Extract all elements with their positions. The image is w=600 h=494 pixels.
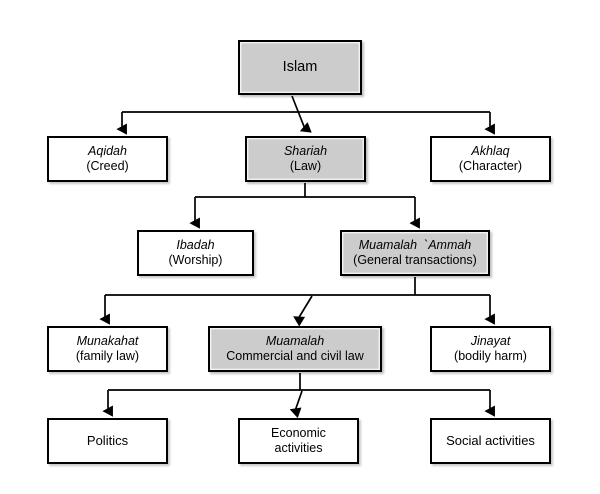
node-economic-activities[interactable]: Economic activities	[238, 418, 359, 464]
node-islam-label: Islam	[282, 58, 318, 75]
node-social-activities[interactable]: Social activities	[430, 418, 551, 464]
connector-muamalah-ammah-to-muamalah	[293, 295, 313, 327]
node-shariah[interactable]: Shariah (Law)	[245, 136, 366, 182]
node-islam[interactable]: Islam	[238, 40, 362, 95]
node-ibadah[interactable]: Ibadah (Worship)	[137, 230, 254, 276]
node-muamalah-ammah[interactable]: Muamalah `Ammah (General transactions)	[340, 230, 490, 276]
node-muamalah-label: Muamalah	[265, 333, 325, 348]
node-ibadah-sublabel: (Worship)	[168, 253, 223, 267]
node-jinayat-label: Jinayat	[470, 333, 511, 348]
node-akhlaq-sublabel: (Character)	[458, 159, 523, 173]
node-shariah-sublabel: (Law)	[289, 159, 322, 173]
node-jinayat-sublabel: (bodily harm)	[454, 349, 527, 363]
node-politics-label: Politics	[86, 433, 129, 449]
node-aqidah[interactable]: Aqidah (Creed)	[47, 136, 168, 182]
node-economic-activities-sublabel: activities	[274, 441, 323, 455]
connector-islam-to-shariah	[291, 95, 312, 133]
node-muamalah-ammah-sublabel: (General transactions)	[353, 253, 477, 267]
node-economic-activities-label: Economic	[271, 425, 326, 440]
node-ibadah-label: Ibadah	[176, 237, 215, 252]
node-munakahat-sublabel: (family law)	[75, 349, 140, 363]
node-aqidah-sublabel: (Creed)	[86, 159, 129, 173]
node-shariah-label: Shariah	[283, 143, 328, 158]
node-muamalah-ammah-label: Muamalah `Ammah	[358, 237, 472, 252]
node-social-activities-label: Social activities	[446, 433, 535, 449]
connector-muamalah-to-economic	[289, 390, 303, 419]
node-muamalah[interactable]: Muamalah Commercial and civil law	[208, 326, 382, 372]
node-munakahat-label: Munakahat	[76, 333, 139, 348]
node-politics[interactable]: Politics	[47, 418, 168, 464]
node-akhlaq-label: Akhlaq	[471, 143, 510, 158]
node-aqidah-label: Aqidah	[88, 143, 127, 158]
node-jinayat[interactable]: Jinayat (bodily harm)	[430, 326, 551, 372]
node-muamalah-sublabel: Commercial and civil law	[226, 349, 364, 363]
node-munakahat[interactable]: Munakahat (family law)	[47, 326, 168, 372]
node-akhlaq[interactable]: Akhlaq (Character)	[430, 136, 551, 182]
